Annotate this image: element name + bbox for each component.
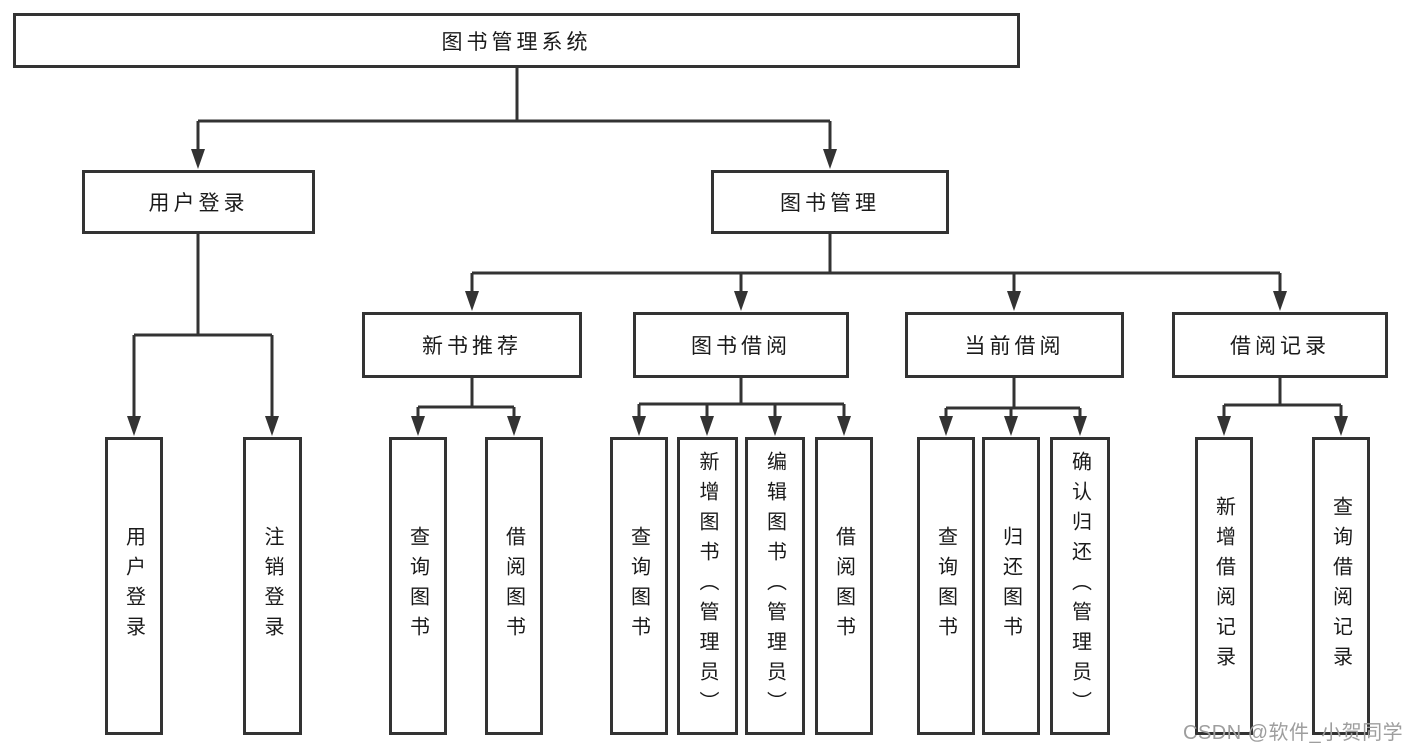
arrow-down-icon [507,416,521,436]
arrow-down-icon [265,416,279,436]
node-current-borrowing-label: 当前借阅 [964,335,1065,358]
arrow-down-icon [1004,416,1018,436]
leaf-query-books-newbook-label: 查询图书 [406,526,429,646]
leaf-confirm-return-admin-label: 确认归还（管理员） [1068,451,1091,721]
node-user-login-label: 用户登录 [148,192,249,215]
leaf-query-books-current-label: 查询图书 [934,526,957,646]
arrow-down-icon [411,416,425,436]
leaf-return-books-label: 归还图书 [999,526,1022,646]
arrow-down-icon [1007,291,1021,311]
node-borrowing-records-label: 借阅记录 [1230,335,1330,358]
node-book-management-label: 图书管理 [780,192,880,215]
arrow-down-icon [465,291,479,311]
arrow-down-icon [700,416,714,436]
node-library-management-system: 图书管理系统 [13,13,1020,68]
arrow-down-icon [632,416,646,436]
leaf-borrow-books-newbook: 借阅图书 [485,437,543,735]
leaf-add-books-admin-label: 新增图书（管理员） [696,451,718,721]
leaf-user-login-label: 用户登录 [122,526,145,646]
arrow-down-icon [734,291,748,311]
arrow-down-icon [127,416,141,436]
leaf-borrow-books: 借阅图书 [815,437,873,735]
arrow-down-icon [823,149,837,169]
leaf-add-books-admin: 新增图书（管理员） [677,437,738,735]
leaf-query-books-newbook: 查询图书 [389,437,447,735]
arrow-down-icon [768,416,782,436]
arrow-down-icon [191,149,205,169]
node-book-borrowing: 图书借阅 [633,312,849,378]
leaf-add-borrow-record: 新增借阅记录 [1195,437,1253,735]
leaf-query-borrow-record-label: 查询借阅记录 [1329,496,1352,676]
node-library-management-system-label: 图书管理系统 [441,30,592,54]
leaf-edit-books-admin-label: 编辑图书（管理员） [763,451,786,721]
connector-path [132,68,1343,417]
leaf-query-borrow-record: 查询借阅记录 [1312,437,1370,735]
arrow-down-icons [127,149,1348,436]
leaf-user-login: 用户登录 [105,437,163,735]
node-borrowing-records: 借阅记录 [1172,312,1388,378]
leaf-confirm-return-admin: 确认归还（管理员） [1050,437,1110,735]
node-book-borrowing-label: 图书借阅 [691,335,791,358]
arrow-down-icon [939,416,953,436]
arrow-down-icon [1334,416,1348,436]
node-user-login: 用户登录 [82,170,315,234]
node-current-borrowing: 当前借阅 [905,312,1124,378]
leaf-borrow-books-newbook-label: 借阅图书 [502,526,525,646]
leaf-query-books-current: 查询图书 [917,437,975,735]
node-new-book-recommendation-label: 新书推荐 [422,335,522,358]
arrow-down-icon [1073,416,1087,436]
leaf-return-books: 归还图书 [982,437,1040,735]
node-new-book-recommendation: 新书推荐 [362,312,582,378]
leaf-query-books-borrow-label: 查询图书 [627,526,650,646]
leaf-logout-login-label: 注销登录 [261,526,283,646]
leaf-borrow-books-label: 借阅图书 [832,526,855,646]
leaf-logout-login: 注销登录 [243,437,302,735]
leaf-add-borrow-record-label: 新增借阅记录 [1212,496,1235,676]
watermark-csdn: CSDN @软件_小贺同学 [1183,722,1404,744]
node-book-management: 图书管理 [711,170,949,234]
arrow-down-icon [1217,416,1231,436]
leaf-query-books-borrow: 查询图书 [610,437,668,735]
arrow-down-icon [1273,291,1287,311]
arrow-down-icon [837,416,851,436]
leaf-edit-books-admin: 编辑图书（管理员） [745,437,805,735]
